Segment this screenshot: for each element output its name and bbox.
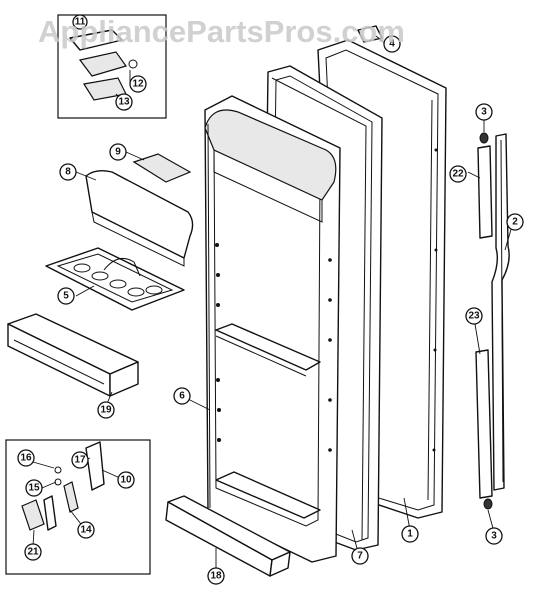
door-handle: [491, 133, 510, 491]
callout-2: 2: [506, 213, 524, 231]
callout-14: 14: [77, 521, 95, 539]
bottom-hinge-inset: [5, 439, 151, 575]
svg-text:5: 5: [63, 291, 69, 302]
door-shelf-bin: [7, 313, 139, 397]
svg-text:9: 9: [115, 147, 121, 158]
svg-text:15: 15: [28, 483, 40, 494]
callout-11: 11: [72, 14, 88, 30]
callout-22: 22: [449, 165, 467, 183]
svg-text:21: 21: [27, 547, 39, 558]
callout-3-top: 3: [475, 103, 493, 121]
svg-text:22: 22: [452, 169, 464, 180]
callout-21: 21: [24, 543, 42, 561]
svg-text:6: 6: [179, 391, 185, 402]
callout-18: 18: [207, 567, 225, 585]
svg-text:11: 11: [75, 17, 86, 28]
svg-text:13: 13: [118, 97, 130, 108]
svg-text:10: 10: [120, 475, 132, 486]
egg-tray: [45, 247, 185, 311]
inner-door-liner: [204, 95, 341, 563]
callout-23: 23: [465, 307, 483, 325]
svg-text:8: 8: [65, 167, 71, 178]
callout-13: 13: [115, 93, 133, 111]
svg-text:17: 17: [74, 455, 86, 466]
top-clip: [357, 25, 383, 43]
callout-7: 7: [351, 547, 369, 565]
callout-15: 15: [25, 479, 43, 497]
callout-6: 6: [173, 387, 191, 405]
left-hinge-strip: [475, 145, 493, 499]
handle-screws: [479, 132, 493, 510]
callout-5: 5: [57, 287, 75, 305]
dairy-cover-small: [132, 153, 192, 183]
callout-4: 4: [383, 35, 401, 53]
callout-3-bottom: 3: [485, 527, 503, 545]
svg-text:16: 16: [20, 453, 32, 464]
svg-text:23: 23: [468, 311, 480, 322]
callout-10: 10: [117, 471, 135, 489]
callout-19: 19: [97, 401, 115, 419]
callout-12: 12: [129, 75, 147, 93]
bottom-door-bin: [165, 495, 291, 577]
svg-text:12: 12: [132, 79, 144, 90]
svg-text:3: 3: [491, 531, 497, 542]
svg-text:2: 2: [512, 217, 518, 228]
dairy-compartment-door: [85, 169, 194, 267]
callout-8: 8: [59, 163, 77, 181]
callout-9: 9: [109, 143, 127, 161]
top-hinge-inset: [57, 14, 167, 119]
svg-text:1: 1: [407, 529, 413, 540]
liner-screw-holes: [215, 148, 438, 452]
svg-text:4: 4: [389, 39, 395, 50]
svg-text:7: 7: [357, 551, 363, 562]
svg-text:3: 3: [481, 107, 487, 118]
callout-1: 1: [401, 525, 419, 543]
svg-text:19: 19: [100, 405, 112, 416]
callout-17: 17: [71, 451, 89, 469]
callout-16: 16: [17, 449, 35, 467]
svg-text:14: 14: [80, 525, 92, 536]
watermark: AppliancePartsPros.com: [38, 14, 405, 49]
svg-text:18: 18: [210, 571, 222, 582]
